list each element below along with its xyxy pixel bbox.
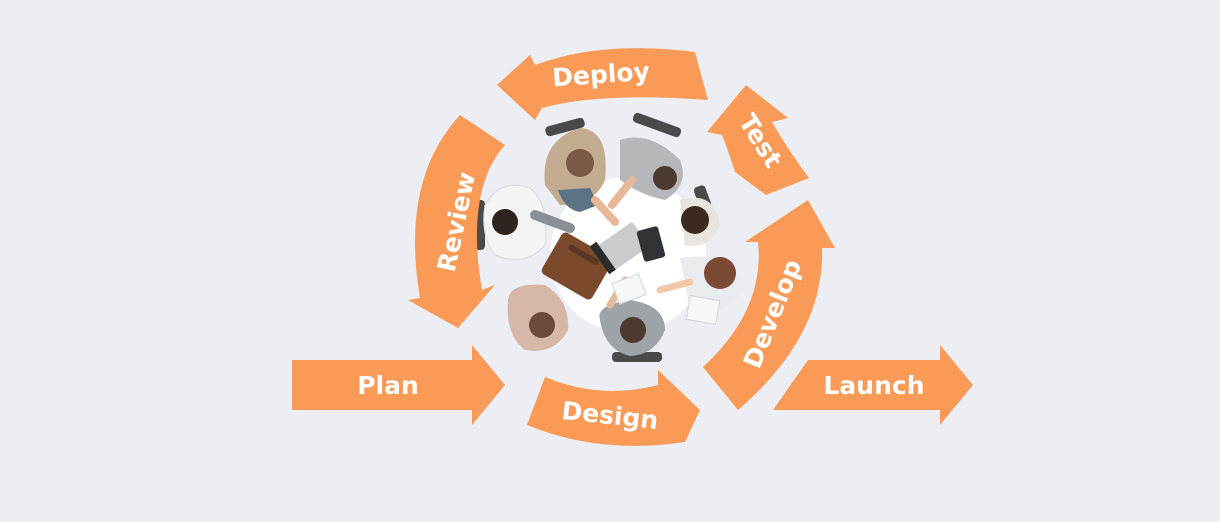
person-bottom-left: [507, 284, 569, 351]
person-top: [544, 128, 619, 226]
test-arrow: [707, 85, 809, 195]
develop-arrow: [703, 200, 835, 410]
deploy-arrow: [497, 48, 708, 120]
person-right: [680, 197, 720, 246]
person-left: [483, 184, 575, 261]
tablet: [636, 226, 666, 262]
plan-label: Plan: [357, 371, 419, 400]
launch-arrow: [773, 345, 973, 425]
launch-label: Launch: [823, 371, 924, 400]
person-top-right: [608, 137, 683, 209]
team-meeting-photo: [475, 112, 745, 362]
design-arrow: [527, 370, 700, 446]
laptop: [589, 222, 649, 275]
paper: [685, 294, 721, 326]
review-arrow: [408, 115, 505, 328]
deploy-label: Deploy: [551, 57, 650, 93]
plan-arrow: [292, 345, 505, 425]
paper: [611, 273, 647, 305]
